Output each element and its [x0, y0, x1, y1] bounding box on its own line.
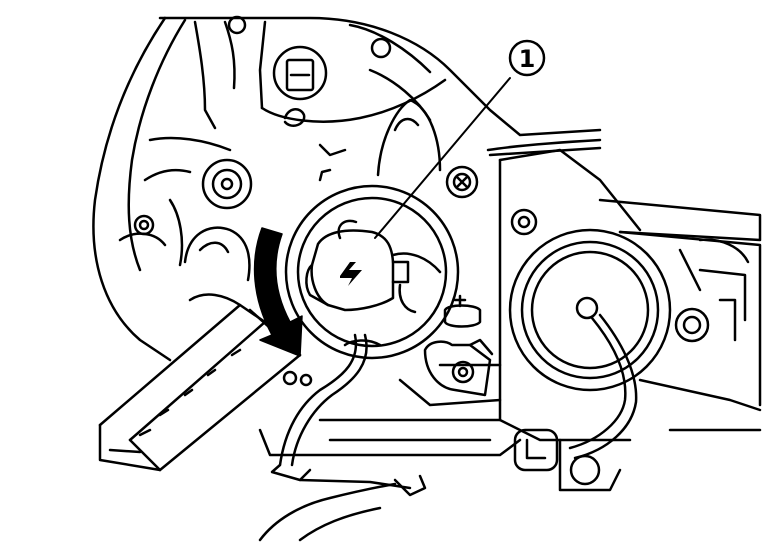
phillips-screw-icon: [445, 165, 479, 199]
callout-1: 1: [374, 39, 546, 239]
adjuster-bracket: [423, 338, 494, 397]
lightning-bolt-icon: [340, 262, 362, 286]
high-beam-dust-cover: [508, 228, 672, 460]
right-connector: [513, 428, 622, 492]
callout-number: 1: [519, 45, 536, 73]
bulb-socket-opening: [284, 168, 460, 360]
left-mounting-boss: [133, 158, 253, 236]
wire-harness: [258, 333, 427, 542]
upper-adjuster: [272, 45, 347, 157]
bulb-connector: [305, 219, 442, 314]
left-arch-bracket: [183, 226, 251, 282]
vent-cap: [443, 294, 482, 328]
upper-arch-bracket: [376, 98, 442, 177]
lower-left-mounting-arm: [98, 303, 313, 472]
headlamp-housing: [92, 15, 602, 362]
right-housing: [486, 138, 762, 442]
